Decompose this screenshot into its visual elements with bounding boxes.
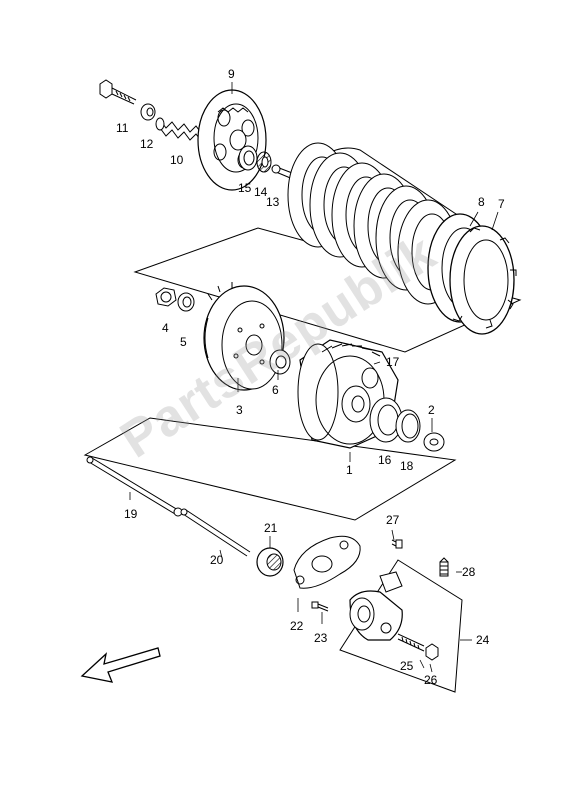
callout-9: 9 <box>228 67 235 81</box>
slave-cylinder-24 <box>349 571 403 641</box>
callout-20: 20 <box>210 553 224 567</box>
callout-25: 25 <box>400 659 414 673</box>
bolt-27 <box>391 539 403 549</box>
seat-16 <box>369 397 403 443</box>
bleed-screw-28 <box>439 557 449 577</box>
callout-4: 4 <box>162 321 169 335</box>
callout-28: 28 <box>462 565 476 579</box>
bolt-11 <box>99 79 137 105</box>
callout-10: 10 <box>170 153 184 167</box>
spring-washer-17 <box>361 367 379 389</box>
callout-11: 11 <box>116 121 129 135</box>
nut-4 <box>155 287 177 307</box>
washer-12 <box>140 103 156 121</box>
shaft-group-box <box>83 417 457 521</box>
callout-1: 1 <box>346 463 353 477</box>
circlip-18 <box>395 409 421 443</box>
callout-14: 14 <box>254 185 268 199</box>
callout-13: 13 <box>266 195 280 209</box>
clutch-plate-stack <box>287 142 517 335</box>
callout-16: 16 <box>378 453 392 467</box>
washer-6 <box>269 349 291 375</box>
callout-24: 24 <box>476 633 490 647</box>
callout-2: 2 <box>428 403 435 417</box>
callout-3: 3 <box>236 403 243 417</box>
bolt-23 <box>311 601 329 612</box>
callout-7: 7 <box>498 197 505 211</box>
callout-6: 6 <box>272 383 279 397</box>
rod-20 <box>180 508 251 557</box>
pressure-plate-9 <box>197 89 267 191</box>
oil-seal-21 <box>256 547 284 577</box>
callout-8: 8 <box>478 195 485 209</box>
front-direction-arrow <box>80 647 161 683</box>
nut-26 <box>425 643 439 661</box>
friction-plate-7 <box>449 225 517 335</box>
callout-17: 17 <box>386 355 400 369</box>
gasket-22 <box>293 535 361 589</box>
actuator-group-box <box>339 559 463 693</box>
callout-15: 15 <box>238 181 252 195</box>
callout-22: 22 <box>290 619 304 633</box>
callout-21: 21 <box>264 521 278 535</box>
callout-18: 18 <box>400 459 414 473</box>
washer-14 <box>256 151 272 173</box>
callout-19: 19 <box>124 507 138 521</box>
spring-10 <box>155 117 203 143</box>
bearing-15 <box>238 145 258 171</box>
plates-group-box <box>133 227 522 353</box>
bolt-25 <box>397 633 425 652</box>
rod-19 <box>86 456 183 517</box>
callout-27: 27 <box>386 513 400 527</box>
primary-gear-3 <box>203 282 285 391</box>
callout-23: 23 <box>314 631 328 645</box>
lock-washer-5 <box>177 292 195 312</box>
leader-lines <box>129 82 499 673</box>
callout-5: 5 <box>180 335 187 349</box>
washer-2 <box>423 432 445 452</box>
callout-12: 12 <box>140 137 154 151</box>
callout-26: 26 <box>424 673 438 687</box>
